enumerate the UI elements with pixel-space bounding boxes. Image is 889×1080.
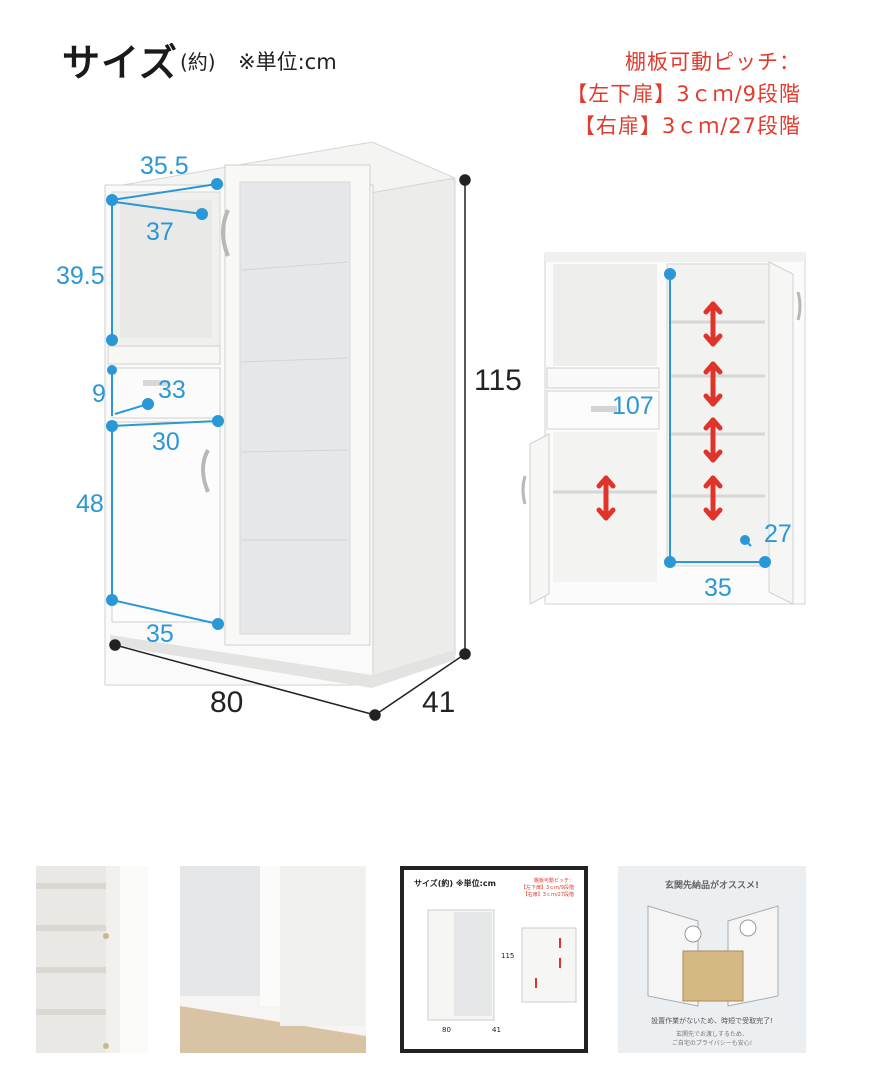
thumbnail-delivery[interactable]: 玄関先納品がオススメ! 設置作業がないため、時短で受取完了! 玄関先でお渡しする… (618, 866, 806, 1053)
dim-bottom-width: 35 (146, 620, 174, 648)
shelf-note-line3: 【右扉】3ｃｍ/27段階 (573, 114, 801, 138)
dim-shelf-width: 35 (704, 574, 732, 602)
cabinet-open-illustration (521, 252, 806, 605)
thumb-size-note: 棚板可動ピッチ： 【左下扉】3ｃｍ/9段階 【右扉】3ｃｍ/27段階 (520, 878, 574, 898)
dim-microwave-inner: 37 (146, 218, 174, 246)
thumb-size-h: 115 (501, 952, 515, 960)
shelf-pitch-note: 棚板可動ピッチ： 【左下扉】3ｃｍ/9段階 【右扉】3ｃｍ/27段階 (481, 46, 801, 142)
thumb-size-title: サイズ(約) ※単位:cm (414, 879, 496, 888)
thumbnail-shelves-image (36, 866, 148, 1053)
thumb-size-w: 80 (442, 1026, 451, 1034)
dim-total-height: 115 (474, 364, 522, 397)
thumb-delivery-caption3: ご自宅のプライバシーも安心! (671, 1040, 753, 1047)
thumb-delivery-caption2: 玄関先でお渡しするため、 (676, 1031, 748, 1038)
dim-drawer-width: 33 (158, 376, 186, 404)
dim-microwave-width: 35.5 (140, 152, 189, 180)
thumbnail-shelves[interactable] (36, 866, 148, 1053)
thumbnail-size-selected[interactable]: サイズ(約) ※単位:cm 棚板可動ピッチ： 【左下扉】3ｃｍ/9段階 【右扉】… (400, 866, 588, 1053)
dim-door-height: 48 (76, 490, 104, 518)
dim-door-inner-width: 30 (152, 428, 180, 456)
thumb-delivery-caption1: 設置作業がないため、時短で受取完了! (651, 1017, 773, 1025)
thumb-size-image (427, 909, 577, 1021)
dim-inner-height: 107 (612, 392, 654, 420)
thumbnail-corner[interactable] (180, 866, 366, 1053)
thumbnail-corner-image (180, 866, 366, 1053)
dim-total-depth: 41 (422, 686, 456, 719)
title-approx: (約) (180, 50, 216, 74)
thumb-delivery-image (647, 905, 779, 1007)
cabinet-front-illustration (103, 141, 471, 721)
dim-total-width: 80 (210, 686, 244, 719)
dim-shelf-depth: 27 (764, 520, 792, 548)
unit-label: ※単位:cm (238, 50, 337, 74)
shelf-note-line2: 【左下扉】3ｃｍ/9段階 (566, 82, 801, 106)
page-title: サイズ (62, 41, 178, 85)
dim-microwave-height: 39.5 (56, 262, 105, 290)
thumb-size-d: 41 (492, 1026, 501, 1034)
dim-drawer-height: 9 (92, 380, 106, 408)
shelf-note-line1: 棚板可動ピッチ： (625, 50, 801, 74)
thumb-delivery-title: 玄関先納品がオススメ! (664, 881, 760, 891)
